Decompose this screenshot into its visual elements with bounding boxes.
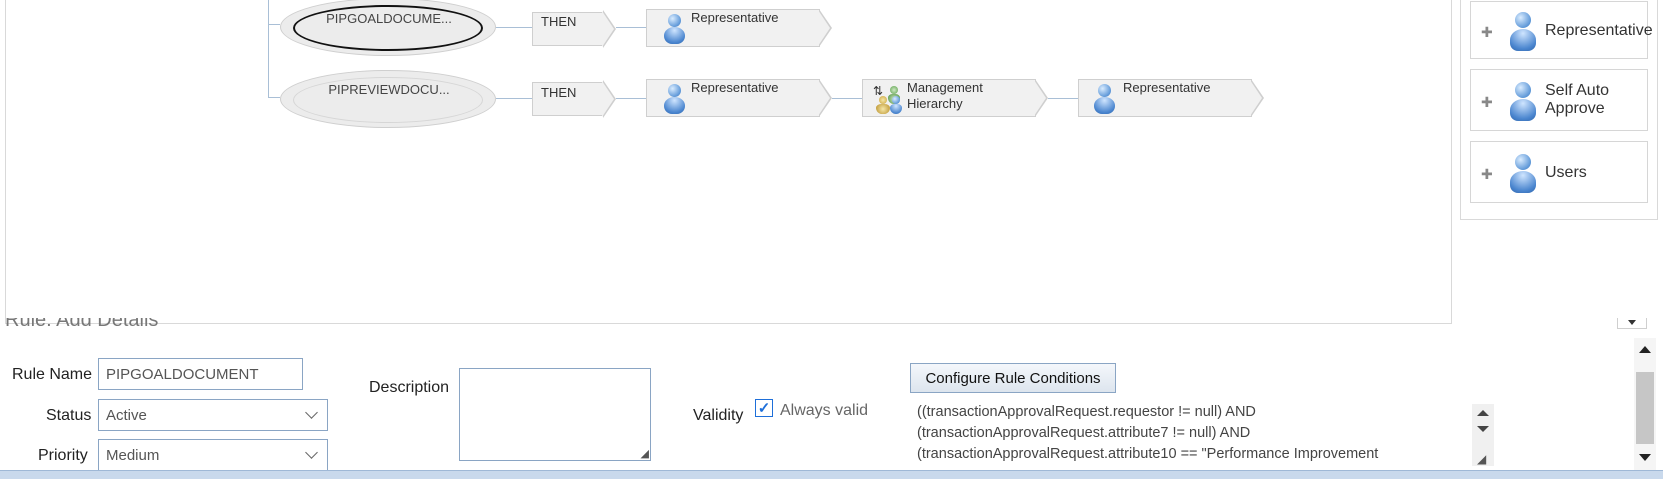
- drag-plus-icon: ✚: [1481, 24, 1493, 40]
- rule-name-input[interactable]: PIPGOALDOCUMENT: [98, 358, 303, 390]
- page-scrollbar[interactable]: [1634, 338, 1656, 470]
- palette-item-label: Self Auto Approve: [1545, 82, 1610, 117]
- branch-connector: [268, 97, 280, 98]
- flow-connector: [832, 98, 862, 99]
- then-node[interactable]: THEN: [532, 12, 604, 46]
- validity-label: Validity: [693, 407, 744, 424]
- priority-label: Priority: [38, 447, 88, 464]
- approver-palette: ✚ Representative ✚ Self Auto Approve ✚ U…: [1460, 0, 1658, 220]
- chevron-down-icon: [1628, 320, 1636, 325]
- palette-item-label: Representative: [1545, 22, 1653, 39]
- palette-item-representative[interactable]: ✚ Representative: [1470, 1, 1653, 59]
- always-valid-label: Always valid: [780, 402, 869, 419]
- status-select[interactable]: Active: [98, 399, 328, 431]
- condition-line: (transactionApprovalRequest.attribute7 !…: [917, 425, 1251, 441]
- flow-connector: [616, 27, 646, 28]
- branch-connector: [268, 24, 280, 25]
- flow-connector: [496, 98, 532, 99]
- scrollbar-thumb[interactable]: [1636, 372, 1654, 444]
- rule-condition-label: PIPGOALDOCUME...: [326, 11, 452, 26]
- resize-handle-icon[interactable]: ◢: [1477, 452, 1487, 466]
- flow-connector: [1048, 98, 1078, 99]
- step-label: Representative: [1123, 80, 1211, 95]
- branch-connector: [268, 0, 269, 98]
- resize-handle-icon[interactable]: ◢: [640, 448, 649, 460]
- person-icon: [1507, 152, 1539, 194]
- chevron-down-icon: [305, 406, 318, 419]
- approver-step-representative[interactable]: Representative: [646, 9, 820, 47]
- status-label: Status: [46, 407, 92, 424]
- always-valid-checkbox[interactable]: ✓: [755, 399, 773, 417]
- palette-item-label: Users: [1545, 164, 1587, 181]
- step-label: Management Hierarchy: [907, 80, 983, 111]
- priority-select[interactable]: Medium: [98, 439, 328, 471]
- drag-plus-icon: ✚: [1481, 166, 1493, 182]
- rule-condition-label: PIPREVIEWDOCU...: [328, 82, 450, 97]
- person-icon: [1507, 10, 1539, 52]
- scroll-down-icon[interactable]: [1639, 454, 1651, 461]
- chevron-down-icon: [305, 446, 318, 459]
- rule-conditions-box[interactable]: ((transactionApprovalRequest.requestor !…: [910, 402, 1495, 468]
- person-icon: [1507, 80, 1539, 122]
- condition-line: ((transactionApprovalRequest.requestor !…: [917, 404, 1256, 420]
- group-hierarchy-icon: ⇅: [873, 84, 903, 114]
- drag-plus-icon: ✚: [1481, 94, 1493, 110]
- workflow-canvas[interactable]: PIPGOALDOCUME... THEN Representative PIP…: [5, 0, 1452, 324]
- conditions-scrollbar[interactable]: ◢: [1472, 404, 1494, 466]
- palette-item-users[interactable]: ✚ Users: [1470, 141, 1648, 203]
- rule-condition-node[interactable]: PIPREVIEWDOCU...: [280, 70, 496, 128]
- step-label: Representative: [691, 10, 779, 25]
- approver-step-representative[interactable]: Representative: [1078, 79, 1252, 117]
- status-bar: [0, 470, 1663, 479]
- description-textarea[interactable]: ◢: [459, 368, 651, 461]
- palette-item-self-auto-approve[interactable]: ✚ Self Auto Approve: [1470, 69, 1648, 131]
- panel-toggle[interactable]: [1617, 318, 1647, 329]
- scroll-down-icon[interactable]: [1477, 426, 1489, 432]
- rule-condition-node[interactable]: PIPGOALDOCUME...: [280, 0, 496, 56]
- checkmark-icon: ✓: [757, 399, 771, 417]
- condition-line: (transactionApprovalRequest.attribute10 …: [917, 446, 1379, 462]
- person-icon: [661, 82, 687, 116]
- then-label: THEN: [541, 85, 577, 100]
- configure-rule-conditions-button[interactable]: Configure Rule Conditions: [910, 363, 1116, 393]
- section-title: Rule: Add Details: [5, 318, 159, 331]
- approver-step-management-hierarchy[interactable]: ⇅ Management Hierarchy: [862, 79, 1036, 117]
- rule-name-label: Rule Name: [12, 366, 93, 383]
- person-icon: [1091, 82, 1117, 116]
- approver-step-representative[interactable]: Representative: [646, 79, 820, 117]
- flow-connector: [616, 98, 646, 99]
- person-icon: [661, 12, 687, 46]
- scroll-up-icon[interactable]: [1477, 410, 1489, 416]
- then-node[interactable]: THEN: [532, 82, 604, 116]
- flow-connector: [496, 27, 532, 28]
- section-title-clip: Rule: Add Details: [5, 318, 205, 332]
- scroll-up-icon[interactable]: [1639, 346, 1651, 353]
- description-label: Description: [369, 379, 450, 396]
- then-label: THEN: [541, 14, 577, 29]
- step-label: Representative: [691, 80, 779, 95]
